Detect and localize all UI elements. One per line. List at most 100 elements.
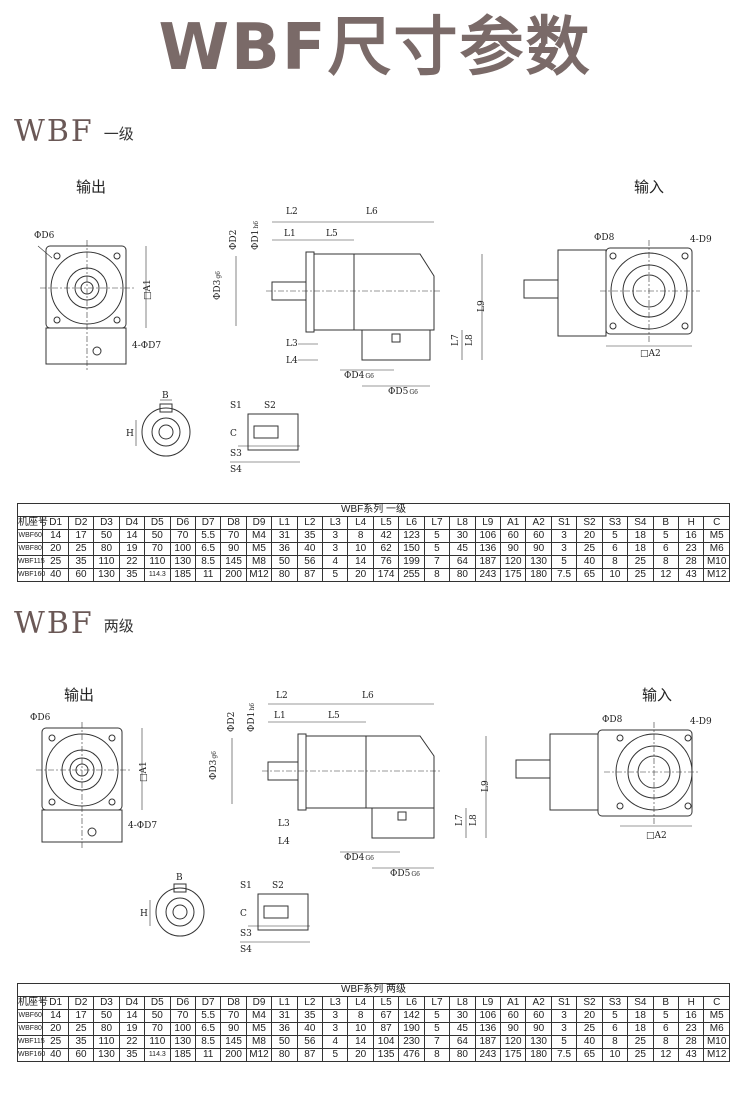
table-cell: 8	[652, 555, 679, 569]
table-cell: 6	[601, 542, 629, 556]
table-header-cell: L2	[296, 516, 324, 530]
table-cell: 14	[118, 1009, 146, 1023]
table-cell: 40	[576, 1035, 603, 1049]
table-cell: 5	[322, 568, 349, 582]
table-cell: 175	[500, 568, 527, 582]
table-cell: 8	[601, 555, 629, 569]
table-cell: 16	[677, 1009, 705, 1023]
table-cell: 25	[576, 1022, 603, 1036]
output-label: 输出	[76, 178, 107, 196]
dim-a1: □A1	[139, 761, 149, 782]
dim-l8: L8	[465, 334, 475, 346]
output-flange-view	[36, 722, 143, 848]
table-cell: 100	[169, 1022, 196, 1036]
table-cell: 90	[525, 1022, 552, 1036]
dim-d3: ΦD3g6	[209, 751, 219, 780]
tolerance-label: G6	[365, 855, 374, 862]
table-cell: 90	[500, 542, 527, 556]
table-cell: 65	[576, 568, 603, 582]
table-cell: WBF160	[16, 1048, 45, 1062]
table-cell: 18	[627, 1022, 654, 1036]
table-cell: 120	[500, 555, 527, 569]
key-detail-view	[135, 399, 300, 463]
table-cell: 230	[398, 1035, 425, 1049]
table-cell: 130	[169, 1035, 196, 1049]
table-cell: 45	[449, 542, 476, 556]
table-cell: 40	[42, 1048, 69, 1062]
table-cell: WBF60	[16, 1009, 44, 1023]
table-cell: 64	[449, 1035, 476, 1049]
dim-l9: L9	[481, 780, 491, 792]
table-cell: 40	[42, 568, 69, 582]
table-header-cell: D3	[93, 996, 120, 1010]
table-header-cell: D4	[118, 516, 146, 530]
table-cell: 25	[627, 555, 654, 569]
dim-d5: ΦD5G6	[388, 387, 418, 397]
table-cell: 35	[296, 1009, 324, 1023]
table-cell: 80	[93, 542, 120, 556]
table-cell: 50	[144, 1009, 171, 1023]
table-cell: 20	[42, 542, 69, 556]
table-cell: 40	[296, 1022, 324, 1036]
table-cell: 43	[677, 568, 705, 582]
table-cell: 35	[118, 1048, 146, 1062]
table-cell: WBF80	[16, 542, 44, 556]
table-header-cell: L1	[271, 516, 298, 530]
table-cell: 40	[296, 542, 324, 556]
table-cell: 243	[474, 1048, 502, 1062]
tolerance-label: g6	[215, 271, 222, 279]
dim-d1: ΦD1h6	[251, 221, 261, 250]
table-header-cell: L8	[449, 516, 476, 530]
table-cell: M5	[703, 529, 730, 543]
table-cell: 14	[347, 555, 374, 569]
table-header-cell: C	[703, 516, 730, 530]
dim-d7: 4-ΦD7	[128, 821, 157, 831]
table-cell: 25	[67, 542, 95, 556]
side-profile-view	[235, 221, 483, 387]
table-cell: 50	[144, 529, 171, 543]
table-cell: 70	[169, 529, 196, 543]
table-header-cell: L4	[347, 516, 374, 530]
table-cell: 11	[194, 1048, 222, 1062]
table-header-cell: L9	[474, 516, 502, 530]
dim-l4: L4	[286, 356, 298, 366]
table-cell: 14	[118, 529, 146, 543]
table-cell: 5	[423, 1022, 451, 1036]
table-cell: 20	[347, 568, 374, 582]
table-cell: 200	[220, 1048, 247, 1062]
table-header-cell: B	[652, 516, 679, 530]
table-cell: 18	[627, 542, 654, 556]
table-cell: 64	[449, 555, 476, 569]
table-header-cell: D9	[245, 996, 273, 1010]
output-flange-view	[37, 240, 147, 370]
table-cell: 18	[627, 529, 654, 543]
table-cell: 476	[398, 1048, 425, 1062]
table-cell: 36	[271, 1022, 298, 1036]
table-header-cell: S4	[627, 996, 654, 1010]
table-cell: 200	[220, 568, 247, 582]
dim-l5: L5	[326, 229, 338, 239]
table-header-cell: D5	[144, 996, 171, 1010]
dim-s2: S2	[272, 881, 284, 891]
dim-l9: L9	[477, 300, 487, 312]
table-cell: 20	[347, 1048, 374, 1062]
table-cell: 136	[474, 542, 502, 556]
table-header-cell: D8	[220, 516, 247, 530]
table-header-cell: C	[703, 996, 730, 1010]
table-cell: 100	[169, 542, 196, 556]
table-cell: 3	[322, 542, 349, 556]
table-cell: 3	[322, 1009, 349, 1023]
series-name: WBF	[14, 606, 94, 641]
table-cell: 8	[423, 568, 451, 582]
table-cell: WBF115	[16, 1035, 45, 1049]
table-cell: 6	[601, 1022, 629, 1036]
table-cell: M12	[245, 568, 273, 582]
dim-l7: L7	[451, 334, 461, 346]
table-cell: 123	[398, 529, 425, 543]
dim-l4: L4	[278, 837, 290, 847]
input-label: 输入	[642, 686, 673, 704]
